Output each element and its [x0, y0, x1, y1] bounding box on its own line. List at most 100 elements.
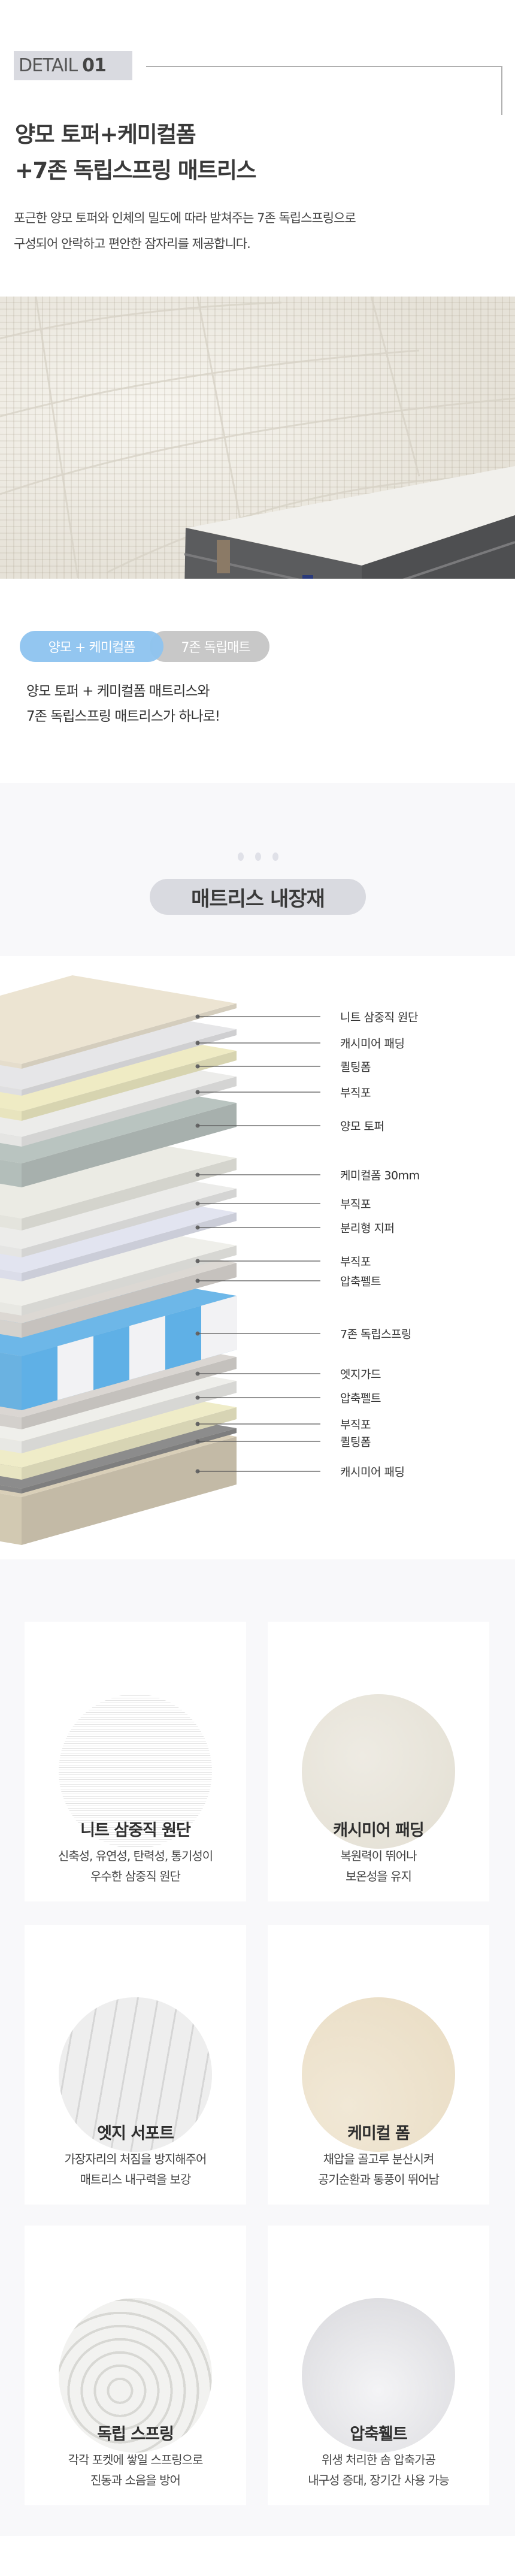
layer-side-face: [0, 1245, 22, 1257]
tag-secondary: 7존 독립매트: [150, 631, 269, 662]
materials-header-section: [0, 783, 515, 956]
layer-front-face: [22, 1077, 237, 1147]
layer-label: 부직포: [340, 1255, 371, 1269]
layer-label: 캐시미어 패딩: [340, 1465, 405, 1479]
layer-side-face: [0, 1484, 22, 1493]
layer-label: 양모 토퍼: [340, 1120, 384, 1133]
layer-diagram: [0, 975, 320, 1545]
layer-label: 캐시미어 패딩: [340, 1037, 405, 1051]
feature-title: 케미컬 폼: [347, 2124, 410, 2143]
feature-title: 독립 스프링: [97, 2425, 174, 2444]
layer-side-face: [0, 1413, 22, 1429]
layer-label: 압축펠트: [340, 1275, 381, 1289]
feature-description: 채압을 골고루 분산시켜 공기순환과 통풍이 뛰어남: [268, 2149, 489, 2190]
tag-primary: 양모 + 케미컬폼: [20, 631, 163, 662]
layer-front-face: [22, 1003, 237, 1069]
summary-line: 양모 토퍼 + 케미컬폼 매트리스와: [26, 684, 210, 699]
feature-title: 압축휄트: [350, 2425, 407, 2444]
decorative-dot: [238, 852, 244, 861]
layer-front-face: [22, 1103, 237, 1187]
decorative-dot: [255, 852, 261, 861]
layer-side-face: [0, 1352, 22, 1410]
intro-description: 포근한 양모 토퍼와 인체의 밀도에 따라 받쳐주는 7존 독립스프링으로 구성…: [14, 205, 356, 257]
description-line: 포근한 양모 토퍼와 인체의 밀도에 따라 받쳐주는 7존 독립스프링으로: [14, 211, 356, 225]
feature-desc-line: 복원력이 뛰어나: [340, 1849, 417, 1863]
page-title: 양모 토퍼+케미컬폼 +7존 독립스프링 매트리스: [15, 117, 256, 189]
feature-description: 복원력이 뛰어나 보온성을 유지: [268, 1846, 489, 1886]
layer-label: 니트 삼중직 원단: [340, 1011, 418, 1024]
mattress-product-image: [0, 297, 515, 579]
feature-desc-line: 각각 포켓에 쌓일 스프링으로: [68, 2453, 204, 2467]
layer-top-face: [0, 975, 237, 1064]
layer-side-face: [0, 1319, 22, 1338]
feature-card: 압축휄트 위생 처리한 솜 압축가공 내구성 증대, 장기간 사용 가능: [268, 2226, 489, 2505]
feature-desc-line: 내구성 증대, 장기간 사용 가능: [308, 2473, 450, 2487]
layer-side-face: [0, 1464, 22, 1480]
feature-title: 니트 삼중직 원단: [80, 1821, 191, 1840]
layer-label: 7존 독립스프링: [340, 1328, 412, 1341]
layer-front-face: [22, 1428, 237, 1493]
layer-front-face: [22, 1245, 237, 1316]
spring-pocket: [93, 1326, 129, 1390]
feature-desc-line: 채압을 골고루 분산시켜: [323, 2152, 435, 2166]
layer-side-face: [0, 1086, 22, 1096]
layer-side-face: [0, 1302, 22, 1316]
layer-label: 퀼팅폼: [340, 1060, 371, 1074]
feature-card: 캐시미어 패딩 복원력이 뛰어나 보온성을 유지: [268, 1622, 489, 1901]
feature-desc-line: 공기순환과 통풍이 뛰어남: [317, 2172, 440, 2187]
spring-pocket: [57, 1336, 93, 1401]
description-line: 구성되어 안락하고 편안한 잠자리를 제공합니다.: [14, 237, 251, 251]
layer-front-face: [22, 1213, 237, 1281]
layer-front-face: [22, 1357, 237, 1429]
feature-desc-line: 신축성, 유연성, 탄력성, 통기성이: [57, 1849, 213, 1863]
material-photo: [302, 2298, 455, 2453]
materials-heading: 매트리스 내장재: [150, 879, 366, 915]
header-divider: [146, 66, 502, 67]
feature-description: 위생 처리한 솜 압축가공 내구성 증대, 장기간 사용 가능: [268, 2450, 489, 2490]
layer-front-face: [22, 1407, 237, 1480]
spring-pocket: [165, 1305, 201, 1370]
feature-description: 신축성, 유연성, 탄력성, 통기성이 우수한 삼중직 원단: [25, 1846, 246, 1886]
feature-title: 엣지 서포트: [97, 2124, 174, 2143]
layer-label: 분리형 지퍼: [340, 1222, 395, 1235]
detail-number: 01: [82, 55, 107, 76]
header-divider-vertical: [501, 66, 502, 115]
spring-pocket: [22, 1346, 57, 1410]
layer-label: 압축펠트: [340, 1392, 381, 1405]
layer-label: 부직포: [340, 1198, 371, 1211]
spring-pocket: [129, 1316, 165, 1380]
spring-pocket: [201, 1295, 237, 1360]
feature-card: 독립 스프링 각각 포켓에 쌓일 스프링으로 진동과 소음을 방어: [25, 2226, 246, 2505]
feature-description: 가장자리의 처짐을 방지해주어 매트리스 내구력을 보강: [25, 2149, 246, 2190]
layer-side-face: [0, 1214, 22, 1230]
mattress-photo: [0, 297, 515, 579]
layer-label: 부직포: [340, 1086, 371, 1100]
layer-front-face: [22, 1158, 237, 1230]
layer-side-face: [0, 1133, 22, 1147]
layer-front-face: [22, 1029, 237, 1096]
layer-side-face: [0, 1060, 22, 1069]
decorative-dot: [272, 852, 278, 861]
layer-label: 엣지가드: [340, 1368, 381, 1381]
layer-side-face: [0, 1107, 22, 1121]
layer-front-face: [22, 1263, 237, 1338]
layer-side-face: [0, 1437, 22, 1453]
layer-label: 부직포: [340, 1418, 371, 1432]
summary-line: 7존 독립스프링 매트리스가 하나로!: [26, 709, 220, 724]
detail-label: DETAIL: [19, 55, 78, 76]
layer-front-face: [22, 1437, 237, 1545]
material-photo: [302, 1997, 455, 2152]
mattress-layer: [0, 975, 237, 1069]
feature-description: 각각 포켓에 쌓일 스프링으로 진동과 소음을 방어: [25, 2450, 246, 2490]
feature-desc-line: 우수한 삼중직 원단: [90, 1869, 181, 1883]
feature-desc-line: 보온성을 유지: [346, 1869, 412, 1883]
layer-front-face: [22, 1189, 237, 1257]
material-photo: [302, 1694, 455, 1849]
layer-side-face: [0, 1159, 22, 1187]
feature-desc-line: 위생 처리한 솜 압축가공: [321, 2453, 436, 2467]
feature-card: 니트 삼중직 원단 신축성, 유연성, 탄력성, 통기성이 우수한 삼중직 원단: [25, 1622, 246, 1901]
material-photo: [59, 2298, 212, 2453]
layer-side-face: [0, 1269, 22, 1281]
title-line: 양모 토퍼+케미컬폼: [15, 122, 196, 147]
